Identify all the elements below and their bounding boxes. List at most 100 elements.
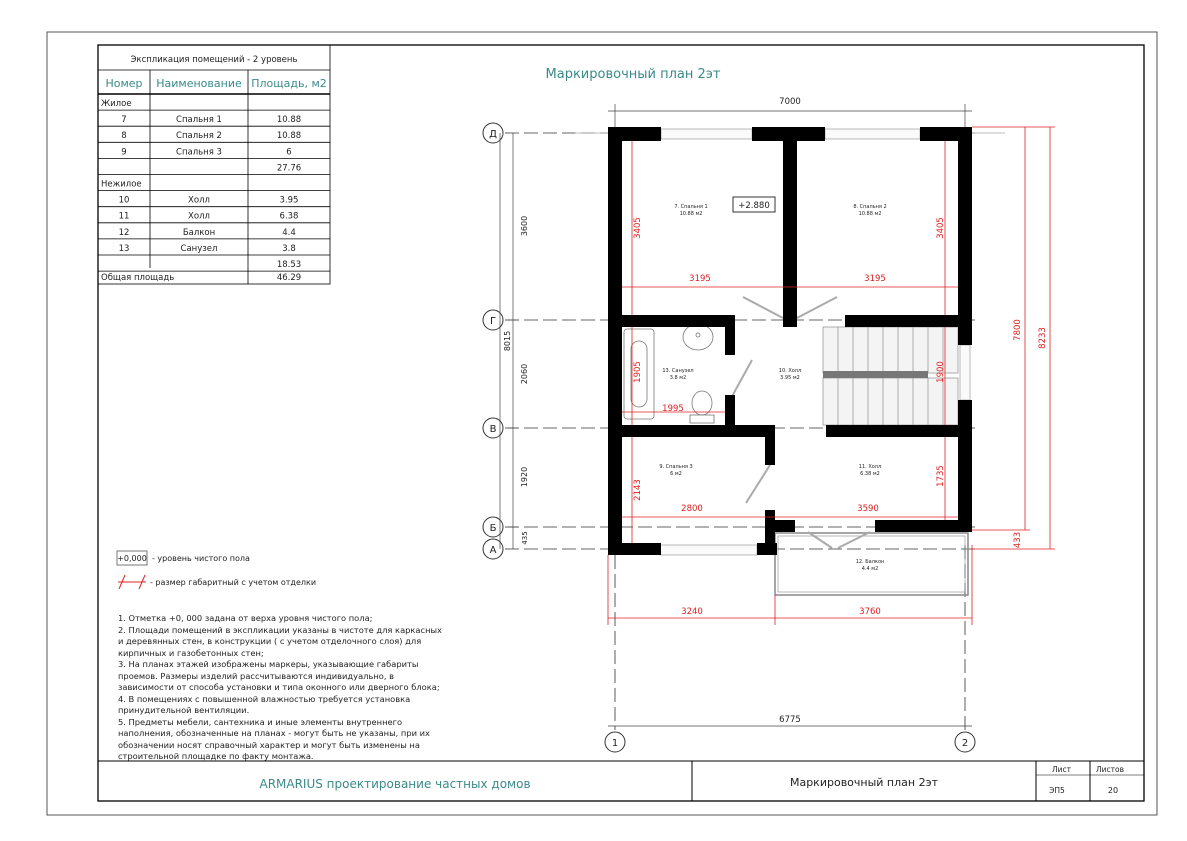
- axis-marker-circle: [482, 538, 504, 560]
- sheets-label: Листов: [1096, 765, 1124, 774]
- legend-dim-text: - размер габаритный с учетом отделки: [150, 578, 316, 587]
- red-dimension-d2143: 2143: [633, 479, 643, 501]
- level-mark-box: [732, 196, 776, 213]
- company-name: ARMARIUS проектирование частных домов: [259, 777, 530, 791]
- note: 4. В помещениях с повышенной влажностью …: [118, 693, 411, 716]
- table-cell: 3.8: [282, 244, 296, 254]
- room-schedule-table: [97, 44, 331, 285]
- total-area-value: 46.29: [277, 273, 301, 283]
- dim-left-3: 1920: [520, 467, 529, 487]
- red-dimension-d3405b: 3405: [936, 217, 946, 239]
- table-cell: 13: [119, 244, 130, 254]
- axis-row-label: Г: [490, 316, 496, 327]
- room-area: 3.8 м2: [670, 375, 687, 381]
- total-area-label: Общая площадь: [101, 273, 174, 283]
- axis-row-label: В: [490, 424, 497, 435]
- table-cell: 11: [119, 212, 130, 222]
- table-cell: Холл: [188, 212, 210, 222]
- table-cell: 10: [119, 196, 130, 206]
- red-dimension-d3590: 3590: [857, 504, 879, 514]
- red-dimension-d2800: 2800: [681, 504, 703, 514]
- table-cell: 10.88: [277, 115, 301, 125]
- dim-top: 7000: [779, 97, 801, 107]
- level-mark: +2.880: [738, 201, 769, 211]
- note: 3. На планах этажей изображены маркеры, …: [118, 659, 440, 692]
- red-dimension-d3195a: 3195: [689, 274, 711, 284]
- table-cell: Холл: [188, 196, 210, 206]
- black-dimensions: [499, 104, 972, 727]
- table-header-area: Площадь, м2: [251, 77, 327, 90]
- walls: [608, 127, 972, 555]
- red-dimension-d1905: 1905: [633, 361, 643, 383]
- table-cell: 10.88: [277, 131, 301, 141]
- plan-title: Маркировочный план 2эт: [546, 67, 721, 82]
- room-name: 7. Спальня 1: [674, 204, 707, 210]
- red-dimension-b3760: 3760: [859, 607, 881, 617]
- note: 1. Отметка +0, 000 задана от верха уровн…: [118, 613, 373, 623]
- red-dimension-r8233: 8233: [1038, 327, 1048, 349]
- red-dimension-r7800: 7800: [1013, 319, 1023, 341]
- sheet-value: ЭП5: [1049, 786, 1065, 795]
- table-cell: 6: [286, 147, 291, 157]
- table-cell: 8: [121, 131, 126, 141]
- table-cell: 3.95: [280, 196, 299, 206]
- table-cell: 9: [121, 147, 126, 157]
- red-dimension-d1995: 1995: [662, 404, 684, 414]
- room-name: 13. Санузел: [662, 368, 693, 374]
- room-area: 10.88 м2: [859, 211, 882, 217]
- table-cell: 6.38: [280, 212, 299, 222]
- room-area: 6 м2: [670, 471, 682, 477]
- outer-frame: [46, 31, 1158, 816]
- dim-left-total: 8015: [503, 331, 512, 351]
- axis-marker-circle: [482, 516, 504, 538]
- legend-level-text: - уровень чистого пола: [152, 554, 250, 563]
- general-notes: 1. Отметка +0, 000 задана от верха уровн…: [118, 613, 448, 763]
- bathtub: [623, 328, 655, 420]
- table-cell: Жилое: [101, 99, 132, 109]
- axis-marker-circle: [482, 122, 504, 144]
- room-area: 6.38 м2: [860, 471, 880, 477]
- axis-col-label: 2: [962, 738, 968, 749]
- red-dimension-d3195b: 3195: [864, 274, 886, 284]
- table-title: Экспликация помещений - 2 уровень: [131, 55, 298, 65]
- axis-marker-circle: [954, 731, 976, 753]
- room-area: 10.88 м2: [680, 211, 703, 217]
- note: 2. Площади помещений в экспликации указа…: [118, 624, 442, 658]
- table-header-number: Номер: [105, 77, 142, 90]
- legend-dimension-symbol: [118, 574, 146, 590]
- table-cell: Нежилое: [101, 180, 142, 190]
- inner-frame: [97, 44, 1145, 802]
- axis-col-label: 1: [612, 738, 618, 749]
- red-dimension-d1900: 1900: [936, 361, 946, 383]
- dim-left-1: 3600: [520, 216, 529, 236]
- room-name: 11. Холл: [859, 464, 881, 470]
- dim-bottom: 6775: [779, 715, 801, 725]
- dim-left-2: 2060: [520, 364, 529, 384]
- table-cell: 27.76: [277, 163, 301, 173]
- axis-row-label: Б: [490, 523, 497, 534]
- toilet: [689, 390, 715, 424]
- table-cell: 12: [119, 228, 130, 238]
- axis-marker-circle: [604, 731, 626, 753]
- sheet-label: Лист: [1052, 765, 1072, 774]
- sheets-value: 20: [1108, 786, 1118, 795]
- red-dimension-r433: 433: [1013, 532, 1023, 548]
- staircase: [822, 326, 959, 426]
- red-dimension-d1735: 1735: [936, 465, 946, 487]
- red-dimension-d3405a: 3405: [633, 217, 643, 239]
- table-cell: Балкон: [183, 228, 215, 238]
- table-cell: Санузел: [181, 244, 218, 254]
- room-name: 9. Спальня 3: [659, 464, 692, 470]
- axis-row-label: А: [490, 545, 497, 556]
- table-header-name: Наименование: [156, 77, 242, 90]
- red-dimension-b3240: 3240: [681, 607, 703, 617]
- dim-left-4: 435: [521, 531, 529, 544]
- axis-row-label: Д: [489, 129, 497, 140]
- red-dimensions: [607, 126, 1055, 625]
- table-cell: 18.53: [277, 260, 301, 270]
- sink: [682, 323, 714, 351]
- legend-level-sample-box: [116, 550, 148, 566]
- room-name: 8. Спальня 2: [853, 204, 886, 210]
